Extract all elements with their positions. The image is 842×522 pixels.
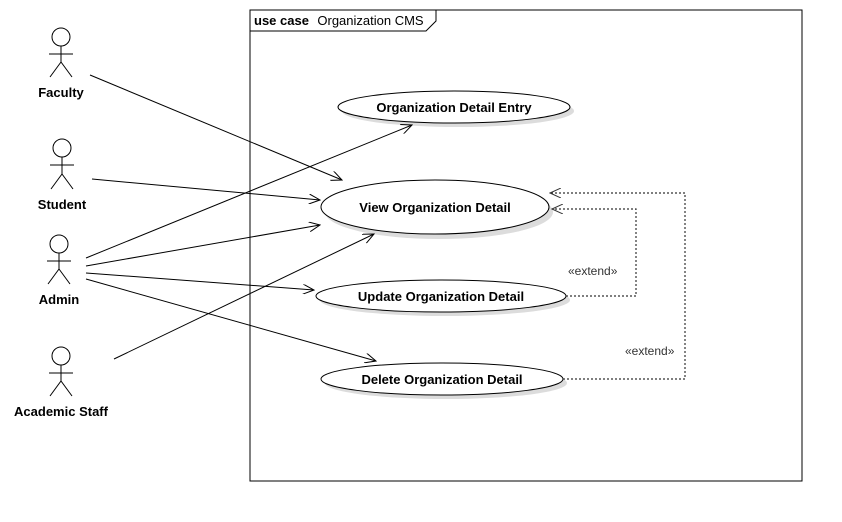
use-case-entry[interactable]: Organization Detail Entry [337,90,574,127]
actor-academic-staff-label: Academic Staff [14,404,109,419]
association-admin-delete [85,278,376,361]
actor-admin-figure-icon [47,234,71,285]
actor-faculty-figure-icon [49,27,73,78]
actor-academic-staff-figure-icon [49,346,73,397]
association-admin-update [85,272,314,290]
extend-relations: «extend» «extend» [550,193,686,380]
frame-keyword: use case [254,13,309,28]
actor-faculty[interactable]: Faculty [38,27,85,100]
association-admin-entry [85,125,412,259]
extend-delete-to-view [550,193,686,380]
use-case-view-label: View Organization Detail [359,200,510,215]
use-case-update-label: Update Organization Detail [358,289,524,304]
actor-student-label: Student [38,197,87,212]
association-student-view [91,178,320,200]
extend-delete-label: «extend» [625,344,675,358]
actor-faculty-label: Faculty [38,85,84,100]
use-case-delete-label: Delete Organization Detail [361,372,522,387]
association-academic-staff-view [113,234,374,360]
association-faculty-view [89,74,342,180]
actor-academic-staff[interactable]: Academic Staff [14,346,109,419]
use-case-update[interactable]: Update Organization Detail [315,279,570,316]
actor-student[interactable]: Student [38,138,87,212]
actor-admin[interactable]: Admin [39,234,80,307]
extend-update-label: «extend» [568,264,618,278]
use-case-entry-label: Organization Detail Entry [376,100,532,115]
system-frame: use case Organization CMS [249,9,803,482]
actor-student-figure-icon [50,138,74,190]
use-case-view[interactable]: View Organization Detail [320,179,553,239]
association-admin-view [85,225,320,267]
frame-title: use case Organization CMS [254,12,424,29]
associations [85,74,412,361]
frame-name: Organization CMS [317,13,424,28]
extend-update-to-view [552,209,637,297]
actor-admin-label: Admin [39,292,80,307]
use-case-delete[interactable]: Delete Organization Detail [320,362,567,399]
